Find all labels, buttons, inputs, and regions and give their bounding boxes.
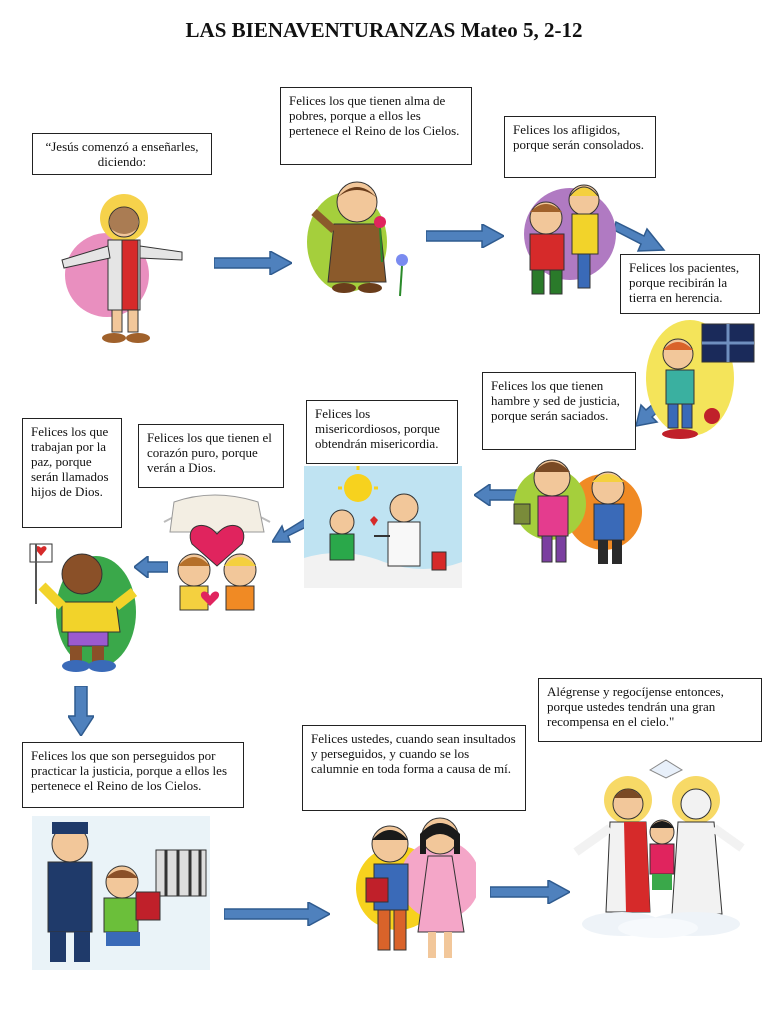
page-title: LAS BIENAVENTURANZAS Mateo 5, 2-12 xyxy=(185,18,583,42)
jesus-teaching-illustration xyxy=(61,194,183,343)
afflicted-children-illustration xyxy=(524,184,616,295)
poor-in-spirit-illustration xyxy=(307,181,408,297)
persecuted-justice-illustration xyxy=(32,816,210,970)
merciful-illustration xyxy=(304,466,462,588)
pure-heart-illustration xyxy=(163,494,271,611)
patient-boy-illustration xyxy=(646,320,755,439)
box-peacemakers: Felices los que trabajan por la paz, por… xyxy=(22,418,122,528)
arrow-left-2 xyxy=(134,556,168,578)
hunger-justice-illustration xyxy=(513,459,642,564)
box-patient: Felices los pacientes, porque recibirán … xyxy=(620,254,760,314)
arrow-right-2 xyxy=(426,224,504,248)
arrow-right-3 xyxy=(224,902,330,926)
box-merciful: Felices los misericordiosos, porque obte… xyxy=(306,400,458,464)
arrow-right-4 xyxy=(490,880,570,904)
peacemaker-illustration xyxy=(29,543,138,672)
box-rejoice: Alégrense y regocíjense entonces, porque… xyxy=(538,678,762,742)
box-afflicted: Felices los afligidos, porque serán cons… xyxy=(504,116,656,178)
arrow-right-1 xyxy=(214,251,292,275)
box-insulted: Felices ustedes, cuando sean insultados … xyxy=(302,725,526,811)
arrow-down xyxy=(68,686,94,736)
box-pure-heart: Felices los que tienen el corazón puro, … xyxy=(138,424,284,488)
arrow-left-1 xyxy=(474,484,518,506)
insulted-illustration xyxy=(356,817,476,958)
arrow-diag-down-right xyxy=(614,220,666,252)
box-persecuted-justice: Felices los que son perseguidos por prac… xyxy=(22,742,244,808)
box-hunger-justice: Felices los que tienen hambre y sed de j… xyxy=(482,372,636,450)
reward-heaven-illustration xyxy=(573,759,745,938)
box-intro: “Jesús comenzó a enseñarles, diciendo: xyxy=(32,133,212,175)
box-poor-in-spirit: Felices los que tienen alma de pobres, p… xyxy=(280,87,472,165)
